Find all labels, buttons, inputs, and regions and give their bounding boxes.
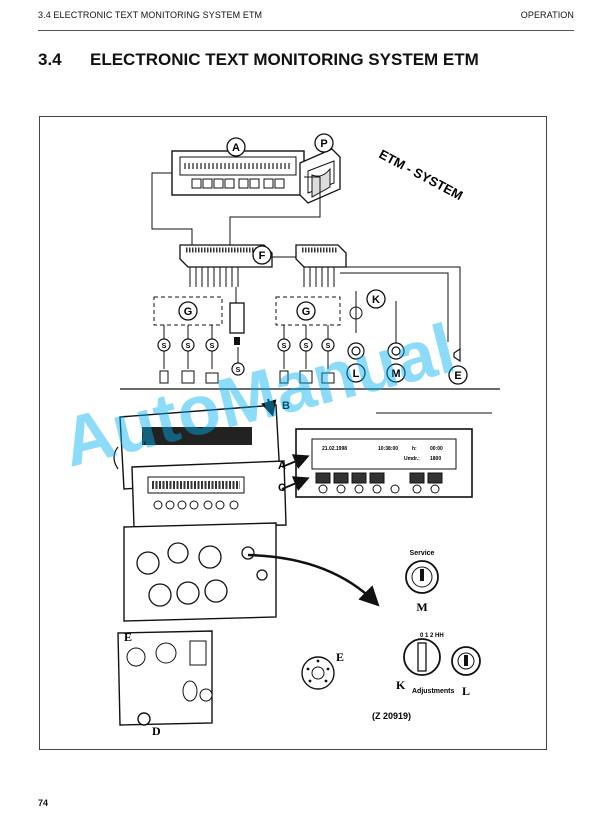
figure-reference: (Z 20919) — [372, 711, 411, 721]
display-h-value: 00:00 — [430, 446, 443, 452]
etm-diagram: ETM - SYSTEM — [55, 133, 500, 738]
section-title: ELECTRONIC TEXT MONITORING SYSTEM ETM — [90, 50, 479, 69]
label-c: C — [278, 482, 286, 494]
section-heading: 3.4 ELECTRONIC TEXT MONITORING SYSTEM ET… — [38, 50, 479, 70]
key-switch — [403, 638, 441, 676]
running-header-title: 3.4 ELECTRONIC TEXT MONITORING SYSTEM ET… — [38, 10, 263, 20]
service-lamp — [405, 560, 439, 594]
callout-p: P — [320, 138, 327, 150]
callout-g: G — [302, 306, 311, 318]
label-k: K — [396, 678, 406, 692]
knob-e — [301, 656, 335, 690]
adjustments-label: Adjustments — [412, 688, 455, 695]
label-e-knob: E — [336, 650, 344, 664]
running-header-section: OPERATION — [520, 10, 574, 20]
etm-figure: ETM - SYSTEM — [39, 116, 547, 750]
sensor-label: S — [186, 343, 191, 350]
sensor-label: S — [282, 343, 287, 350]
running-header: 3.4 ELECTRONIC TEXT MONITORING SYSTEM ET… — [38, 10, 574, 28]
label-e-panel: E — [124, 630, 132, 644]
callout-e: E — [454, 370, 461, 382]
adjustment-lamp — [451, 646, 481, 676]
side-panel — [117, 630, 213, 726]
label-l: L — [462, 684, 470, 698]
label-d: D — [152, 724, 161, 738]
printer — [299, 148, 341, 204]
etm-system-label: ETM - SYSTEM — [377, 146, 466, 203]
page-number: 74 — [38, 798, 49, 808]
label-m: M — [416, 600, 427, 614]
sensor-label: S — [162, 343, 167, 350]
display-unit — [171, 150, 305, 196]
display-umdr-value: 1800 — [430, 456, 441, 462]
display-closeup — [295, 428, 473, 498]
sensor-label: S — [326, 343, 331, 350]
callout-l: L — [353, 368, 360, 380]
callout-a: A — [232, 142, 240, 154]
callout-m: M — [391, 368, 400, 380]
section-number: 3.4 — [38, 50, 62, 69]
control-module-left — [179, 244, 273, 287]
label-b: B — [282, 400, 290, 412]
service-label: Service — [410, 550, 435, 557]
header-rule — [38, 30, 574, 31]
display-h-label: h: — [412, 446, 417, 452]
sensor-label: S — [304, 343, 309, 350]
label-a: A — [278, 460, 286, 472]
callout-k: K — [372, 294, 380, 306]
callout-g: G — [184, 306, 193, 318]
sensor-label: S — [210, 343, 215, 350]
sensor-label: S — [236, 367, 241, 374]
control-module-right — [295, 244, 347, 287]
display-time: 10:38:00 — [378, 446, 398, 452]
callout-f: F — [259, 250, 266, 262]
key-positions: 0 1 2 HH — [420, 633, 444, 639]
display-umdr-label: Umdr.: — [404, 456, 420, 462]
display-date: 21.02.1998 — [322, 446, 347, 452]
dashboard — [113, 404, 287, 622]
